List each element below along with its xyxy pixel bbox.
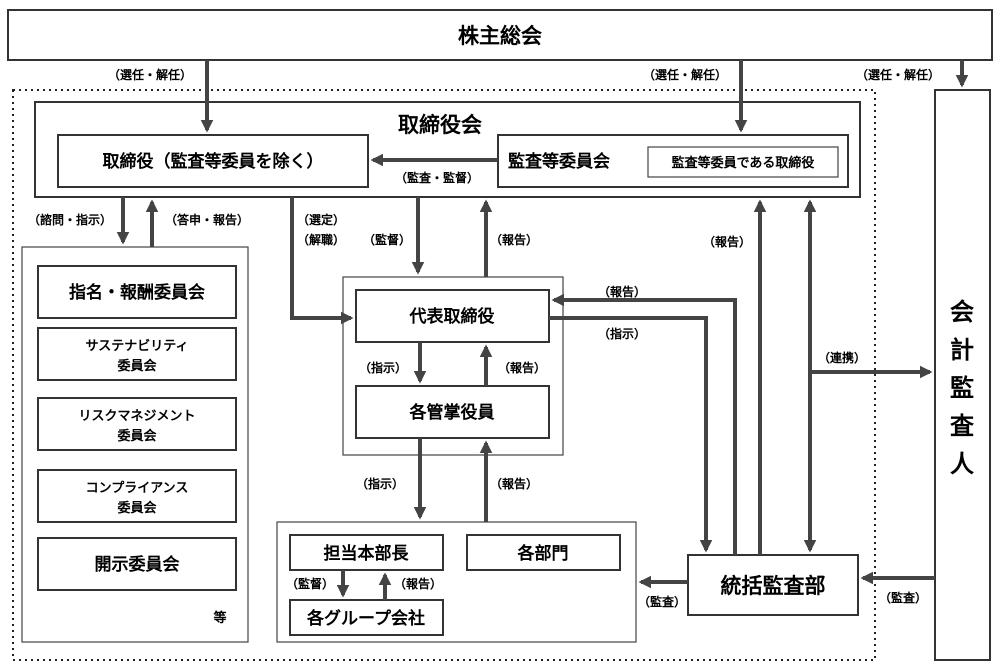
- compliance-committee-box: [37, 469, 237, 523]
- label-report-ia-board: （報告）: [703, 234, 751, 249]
- departments-box: [466, 534, 621, 571]
- label-report-board: （報告）: [490, 232, 538, 247]
- company-boundary: [12, 89, 876, 661]
- label-report-ia-rep: （報告）: [598, 284, 646, 299]
- label-elect-2: （選任・解任）: [643, 67, 727, 82]
- label-report-exec: （報告）: [498, 360, 546, 375]
- directors-label: 取締役（監査等委員を除く）: [103, 151, 324, 172]
- etc-label: 等: [212, 610, 226, 626]
- hq-head-label: 担当本部長: [324, 543, 410, 564]
- compliance-committee-label-2: 委員会: [116, 500, 157, 516]
- board-label: 取締役会: [398, 113, 482, 137]
- sustainability-committee-label-1: サステナビリティ: [86, 338, 189, 354]
- group-companies-label: 各グループ会社: [306, 608, 425, 629]
- label-report-low: （報告）: [490, 476, 538, 491]
- nomination-committee-box: [37, 265, 237, 319]
- label-supervise: （監督）: [363, 232, 411, 247]
- label-elect-1: （選任・解任）: [108, 67, 192, 82]
- arrow-rep-instruct-ia: [549, 316, 713, 553]
- label-audit-hq: （監督）: [286, 576, 334, 591]
- label-audit-supervise: （監査・監督）: [395, 170, 479, 185]
- nomination-committee-label: 指名・報酬委員会: [69, 282, 205, 303]
- label-audit-ia: （監査）: [638, 594, 686, 609]
- risk-committee-box: [37, 397, 237, 451]
- shareholders-meeting-label: 株主総会: [458, 24, 542, 48]
- shareholders-meeting-box: [7, 9, 993, 61]
- arrow-ia-report-rep: [551, 293, 737, 555]
- compliance-committee-label-1: コンプライアンス: [86, 481, 189, 496]
- disclosure-committee-label: 開示委員会: [95, 554, 180, 575]
- representative-director-label: 代表取締役: [409, 306, 495, 327]
- label-instruct-exec: （指示）: [359, 360, 407, 375]
- audit-committee-label: 監査等委員会: [508, 151, 610, 172]
- audit-director-box: [647, 146, 839, 178]
- label-elect-3: （選任・解任）: [856, 67, 940, 82]
- group-companies-box: [289, 599, 444, 636]
- hq-head-box: [289, 534, 444, 571]
- executives-label: 各管掌役員: [409, 402, 495, 423]
- label-report-answer: （答申・報告）: [165, 212, 249, 227]
- risk-committee-label-2: 委員会: [116, 428, 157, 444]
- external-auditor-char-3: 監: [950, 374, 974, 402]
- representative-director-box: [355, 289, 550, 343]
- external-auditor-char-4: 査: [950, 412, 974, 440]
- audit-director-label: 監査等委員である取締役: [672, 155, 815, 171]
- external-auditor-char-2: 計: [950, 336, 974, 364]
- label-coop: （連携）: [818, 350, 866, 365]
- arrow-select-dismiss: [290, 197, 354, 325]
- label-instruct-low: （指示）: [356, 476, 404, 491]
- departments-label: 各部門: [517, 543, 569, 564]
- label-dismiss: （解職）: [297, 232, 345, 247]
- directors-box: [57, 134, 369, 188]
- internal-audit-box: [687, 554, 859, 616]
- sustainability-committee-box: [37, 327, 237, 381]
- executives-box: [355, 385, 550, 439]
- external-auditor-char-5: 人: [950, 450, 974, 478]
- label-report-hq: （報告）: [394, 576, 442, 591]
- label-instruct-ia: （指示）: [598, 326, 646, 341]
- label-consult: （諮問・指示）: [28, 212, 112, 227]
- risk-committee-label-1: リスクマネジメント: [78, 409, 195, 424]
- label-audit-ext: （監査）: [879, 590, 927, 605]
- external-auditor-char-1: 会: [950, 298, 974, 326]
- label-select: （選定）: [297, 212, 345, 227]
- sustainability-committee-label-2: 委員会: [116, 358, 157, 374]
- internal-audit-label: 統括監査部: [721, 574, 826, 598]
- disclosure-committee-box: [37, 537, 237, 591]
- external-auditor-box: [934, 89, 991, 661]
